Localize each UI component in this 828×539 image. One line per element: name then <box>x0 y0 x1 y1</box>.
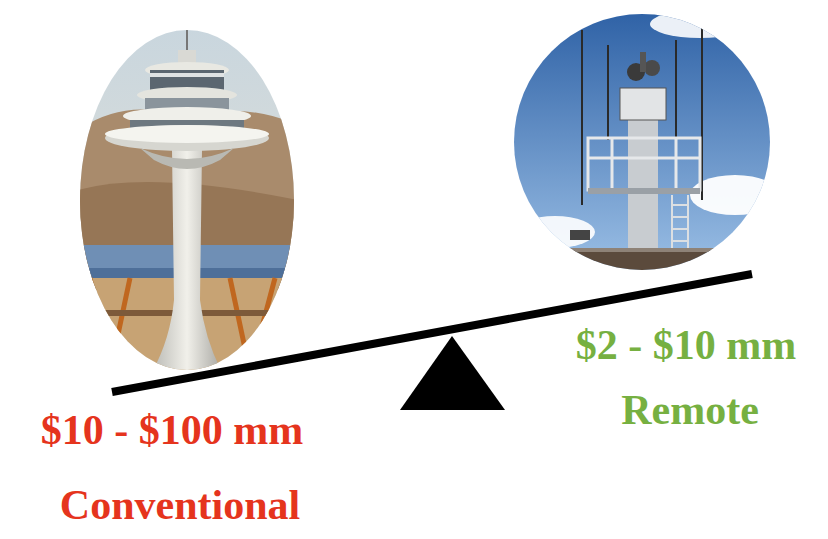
cost-label: $10 - $100 mm <box>41 407 303 453</box>
cost-label: $2 - $10 mm <box>576 322 796 368</box>
category-label: Conventional <box>60 482 300 528</box>
remote-tower-photo <box>512 10 780 274</box>
conventional-tower-photo <box>78 20 298 373</box>
fulcrum-triangle <box>400 336 505 410</box>
category-label: Remote <box>621 387 759 433</box>
